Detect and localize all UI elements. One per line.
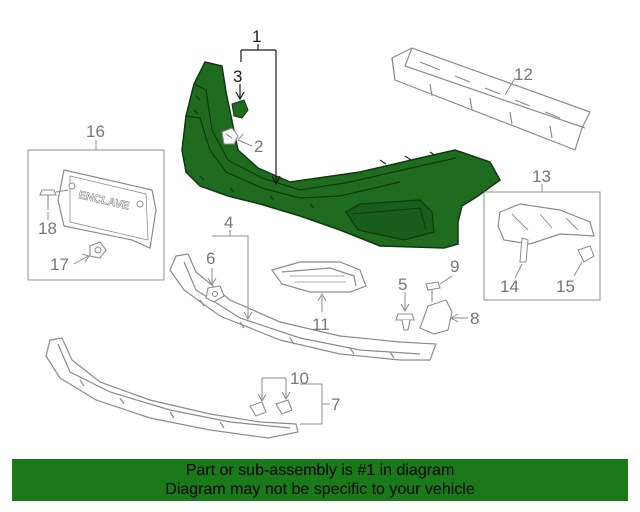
retainer-part-2[interactable] [221, 127, 239, 145]
callout-3: 3 [233, 67, 242, 86]
callout-14: 14 [500, 277, 519, 296]
clip-part-3[interactable] [231, 99, 249, 119]
push-pin-part-5[interactable] [395, 313, 415, 331]
leader-10 [257, 377, 291, 403]
callout-4: 4 [224, 213, 233, 232]
screw-part-9[interactable] [425, 281, 441, 302]
banner-line-1: Part or sub-assembly is #1 in diagram [185, 462, 455, 479]
callout-16: 16 [86, 122, 105, 141]
fog-lamp-bezel-part-11[interactable] [271, 261, 367, 293]
callout-5: 5 [398, 275, 407, 294]
callout-8: 8 [470, 309, 479, 328]
callout-12: 12 [514, 65, 533, 84]
callout-7: 7 [331, 395, 340, 414]
callout-6: 6 [206, 249, 215, 268]
callout-10: 10 [290, 369, 309, 388]
lower-deflector-part-7[interactable] [45, 337, 299, 439]
callout-2: 2 [254, 137, 263, 156]
callout-18: 18 [38, 219, 57, 238]
bracket-part-8[interactable] [419, 299, 453, 335]
lower-valance-part-4[interactable] [169, 253, 437, 361]
leader-7 [300, 383, 330, 425]
clips-part-10[interactable] [249, 399, 293, 417]
callout-11: 11 [312, 315, 330, 334]
license-plate-group-16[interactable]: ENCLAVE [27, 149, 165, 281]
screw-part-18[interactable] [39, 189, 57, 210]
info-banner: Part or sub-assembly is #1 in diagram Di… [12, 459, 628, 501]
leader-1 [240, 44, 281, 186]
callout-17: 17 [50, 255, 69, 274]
energy-absorber-part-12[interactable] [391, 47, 591, 151]
callout-15: 15 [556, 277, 575, 296]
clip-part-6[interactable] [205, 285, 225, 303]
callout-9: 9 [450, 257, 459, 276]
callout-1: 1 [252, 27, 261, 46]
bracket-group-13[interactable] [483, 191, 601, 301]
leader-4 [212, 230, 253, 321]
bumper-fascia-part-1[interactable] [181, 61, 501, 249]
callout-13: 13 [532, 167, 551, 186]
banner-line-2: Diagram may not be specific to your vehi… [165, 481, 475, 498]
nut-part-17[interactable] [89, 241, 107, 259]
